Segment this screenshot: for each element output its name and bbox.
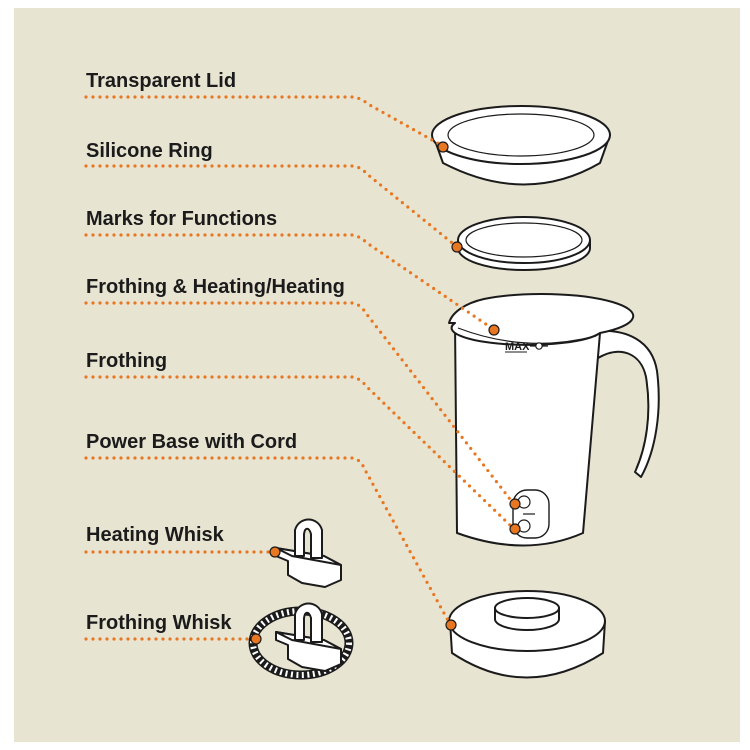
label-frothing-whisk: Frothing Whisk — [86, 612, 232, 634]
leader-marks-for-functions — [84, 233, 495, 331]
frother-jug: MAX — [448, 292, 660, 547]
leader-lines — [84, 95, 515, 641]
leader-silicone-ring — [84, 164, 458, 248]
label-heating-whisk: Heating Whisk — [86, 524, 225, 546]
endpoint-silicone-ring — [451, 241, 463, 253]
diagram-background — [14, 8, 740, 742]
heating-whisk — [275, 518, 342, 588]
transparent-lid — [431, 105, 611, 186]
endpoint-marks-for-functions — [488, 324, 500, 336]
max-mark: MAX — [505, 341, 548, 353]
label-marks-for-functions: Marks for Functions — [86, 208, 277, 230]
endpoint-power-base — [445, 619, 457, 631]
frothing-whisk — [248, 602, 354, 680]
endpoint-heating-whisk — [269, 546, 281, 558]
leader-frothing-heating — [84, 301, 515, 505]
label-frothing: Frothing — [86, 350, 167, 372]
leader-endpoints — [250, 141, 521, 645]
power-base — [448, 590, 606, 679]
silicone-ring — [457, 216, 591, 271]
label-transparent-lid: Transparent Lid — [86, 70, 236, 92]
endpoint-frothing — [509, 523, 521, 535]
label-frothing-heating: Frothing & Heating/Heating — [86, 276, 345, 298]
function-buttons-panel — [512, 489, 550, 539]
endpoint-transparent-lid — [437, 141, 449, 153]
label-silicone-ring: Silicone Ring — [86, 140, 213, 162]
label-power-base: Power Base with Cord — [86, 431, 297, 453]
max-mark-label: MAX — [505, 341, 530, 353]
endpoint-frothing-heating — [509, 498, 521, 510]
leader-power-base — [84, 456, 452, 626]
endpoint-frothing-whisk — [250, 633, 262, 645]
leader-frothing — [84, 375, 515, 530]
leader-transparent-lid — [84, 95, 443, 147]
